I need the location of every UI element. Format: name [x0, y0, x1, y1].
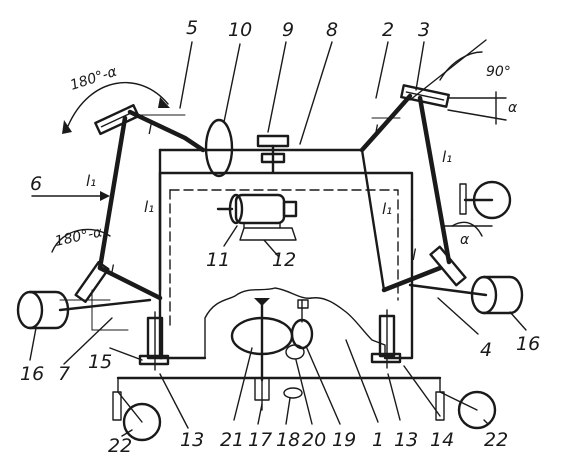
length-l1-left-outer: l₁: [86, 172, 96, 190]
label-part-4: 4: [480, 339, 492, 361]
label-part-14: 14: [430, 429, 454, 451]
length-l-right-low: l: [412, 246, 417, 264]
label-part-22-right: 22: [484, 429, 508, 451]
angle-180-minus-alpha-mid: 180°-α: [54, 224, 105, 250]
angle-annotations: [51, 39, 507, 331]
angle-alpha-top-right: α: [508, 100, 518, 116]
length-l-left-low: l: [110, 262, 115, 280]
label-part-13-left: 13: [180, 429, 204, 451]
angle-180-minus-alpha-top: 180°-α: [68, 64, 119, 94]
label-part-21: 21: [220, 429, 244, 451]
label-part-17: 17: [248, 429, 272, 451]
label-part-15: 15: [88, 351, 112, 373]
length-l1-right-inner: l₁: [382, 200, 392, 218]
label-part-16-right: 16: [516, 333, 540, 355]
joint-bearings: [74, 84, 467, 304]
label-part-9: 9: [282, 19, 294, 41]
length-l-top-right: l: [374, 122, 379, 140]
label-part-2: 2: [382, 19, 394, 41]
label-part-3: 3: [418, 19, 430, 41]
linkage-arms: [97, 93, 452, 301]
label-part-1: 1: [372, 429, 384, 451]
label-part-13-right: 13: [394, 429, 418, 451]
label-part-20: 20: [302, 429, 326, 451]
label-part-16-left: 16: [20, 363, 44, 385]
angle-90-top-right: 90°: [486, 64, 511, 80]
lower-bearings: [138, 309, 402, 371]
label-part-8: 8: [326, 19, 338, 41]
part-number-labels: 5 10 9 8 2 3 6 11 12 4 16 7 15 16 22 13 …: [20, 17, 540, 457]
label-part-19: 19: [332, 429, 356, 451]
drum-right: [408, 275, 524, 315]
length-l1-right-outer: l₁: [442, 148, 452, 166]
length-l-top-left: l: [148, 120, 153, 138]
label-part-22-left: 22: [108, 435, 132, 457]
label-part-11: 11: [206, 249, 230, 271]
length-l1-left-inner: l₁: [144, 198, 154, 216]
label-part-6: 6: [30, 173, 42, 195]
label-part-18: 18: [276, 429, 300, 451]
disc-elements: [16, 118, 524, 442]
angle-alpha-right-mid: α: [460, 232, 470, 248]
leader-lines: [29, 41, 527, 437]
label-part-7: 7: [58, 363, 70, 385]
label-part-12: 12: [272, 249, 296, 271]
label-part-10: 10: [228, 19, 252, 41]
motor-assembly: [216, 193, 298, 241]
drum-left: [16, 290, 152, 330]
label-part-5: 5: [186, 17, 198, 39]
